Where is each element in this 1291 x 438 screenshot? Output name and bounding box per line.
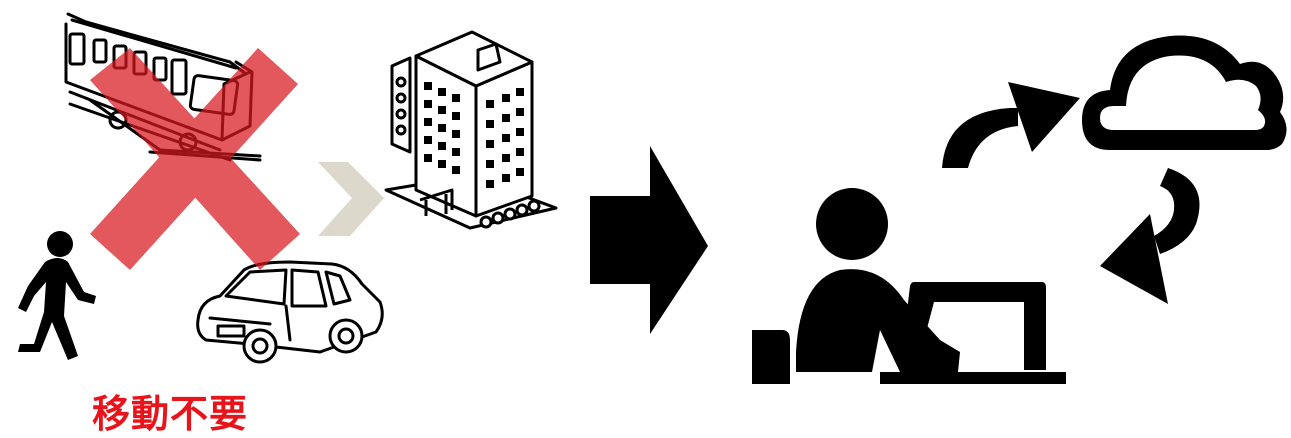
chevron-right-icon (318, 162, 384, 236)
person-at-laptop-icon (752, 188, 1066, 384)
curved-arrow-up-icon (942, 82, 1080, 168)
right-arrow-icon (590, 146, 708, 334)
red-x-icon (90, 48, 300, 270)
car-icon (196, 260, 384, 364)
office-building-icon (384, 30, 558, 230)
no-commute-label: 移動不要 (92, 392, 249, 436)
cloud-icon (1082, 35, 1287, 150)
walking-person-icon (18, 231, 96, 360)
curved-arrow-down-icon (1100, 168, 1200, 304)
